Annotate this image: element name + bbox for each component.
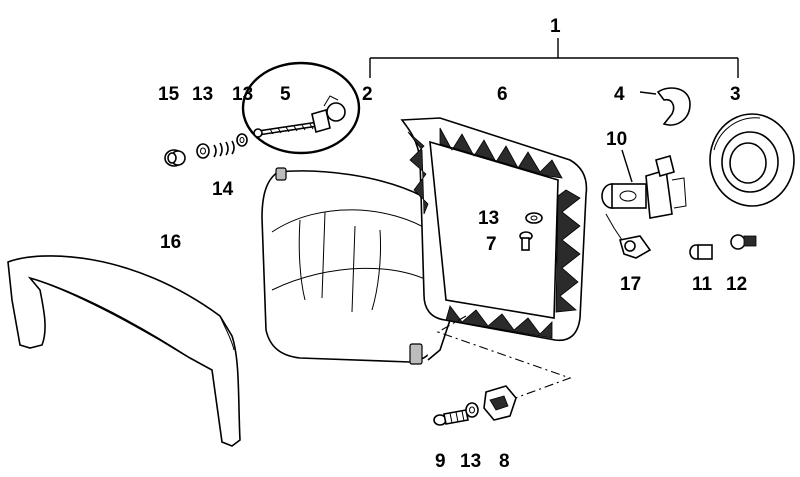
label-5: 5 (280, 84, 291, 105)
part-8-bracket (483, 385, 517, 421)
part-13-washer-d (465, 402, 479, 418)
part-4-retaining-clip (639, 87, 691, 126)
label-3: 3 (730, 84, 741, 105)
part-3-cap (709, 113, 795, 207)
part-2-headlight-lens (261, 167, 451, 365)
part-12-bulb-socket (730, 234, 757, 250)
label-11: 11 (692, 274, 713, 295)
assembly-bracket-1 (369, 38, 739, 78)
label-12: 12 (726, 274, 747, 295)
part-15-grommet (164, 149, 186, 167)
part-13-washer-c (525, 212, 543, 224)
label-13-b: 13 (232, 84, 253, 105)
part-13-washer-b (236, 133, 248, 147)
part-14-spring (213, 140, 235, 158)
label-7: 7 (486, 234, 497, 255)
label-2: 2 (362, 84, 373, 105)
label-13-d: 13 (460, 451, 481, 472)
label-15: 15 (158, 84, 180, 105)
label-4: 4 (614, 84, 625, 105)
part-16-cover-strip (7, 255, 241, 447)
label-13-c: 13 (478, 208, 499, 229)
part-7-screw (519, 231, 533, 251)
label-17: 17 (620, 274, 641, 295)
label-6: 6 (497, 84, 508, 105)
part-6-mounting-frame (400, 117, 588, 342)
label-13-a: 13 (192, 84, 213, 105)
label-14: 14 (212, 179, 234, 200)
part-11-small-bulb (689, 244, 713, 260)
part-13-washer-a (196, 143, 210, 159)
label-1: 1 (550, 16, 561, 37)
label-10: 10 (606, 129, 627, 150)
label-8: 8 (499, 451, 510, 472)
part-17-socket (605, 213, 652, 259)
assembly-path-line (436, 315, 572, 401)
label-9: 9 (435, 451, 446, 472)
part-5-adjuster-screw (241, 61, 361, 155)
part-9-bolt (433, 409, 469, 426)
label-16: 16 (160, 232, 181, 253)
part-10-halogen-bulb (601, 149, 687, 219)
